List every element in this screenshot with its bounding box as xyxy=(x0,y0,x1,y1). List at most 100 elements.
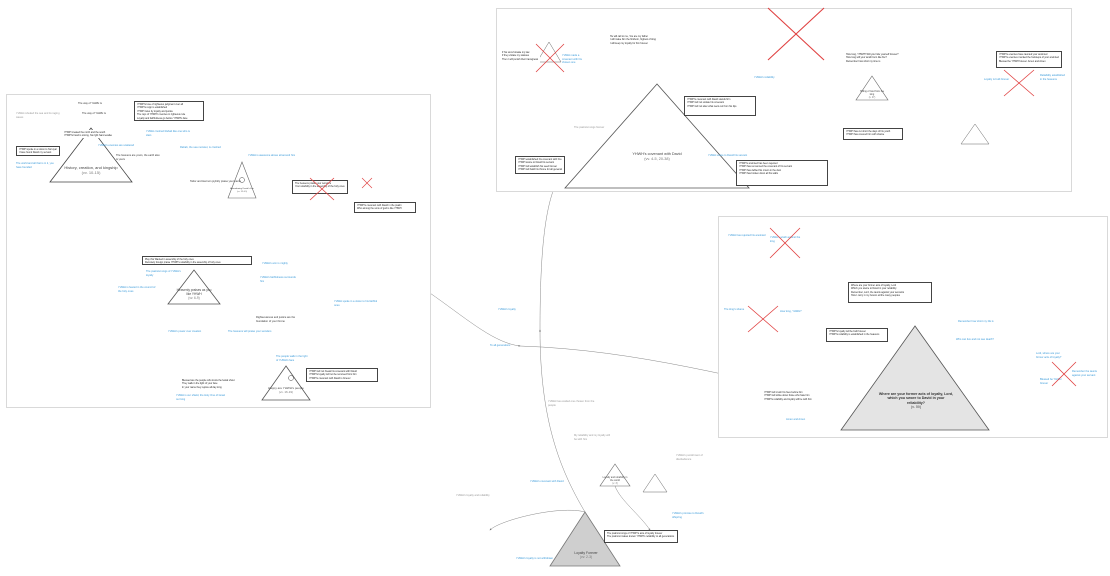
triangle-label: Heavenly praises as you like YHWH(vv. 6-… xyxy=(176,288,212,300)
circle-marker-2 xyxy=(288,375,294,381)
triangle-small-3 xyxy=(642,473,668,493)
claim-box: YHWH's enemies have taunted your anointe… xyxy=(996,51,1062,68)
note: Amen and Amen xyxy=(786,418,806,421)
note: YHWH made a covenant with his chosen one xyxy=(562,54,582,64)
triangle-label: Loyalty and reliability in the world(v. … xyxy=(602,476,628,485)
note: YHWH swore to David his servant xyxy=(708,154,748,157)
triangle-label: Loyalty Forever(vv. 2-3) xyxy=(574,551,598,560)
claim-box: YHWH's love of righteous judgment over a… xyxy=(134,101,204,121)
note: How long, YHWH? xyxy=(780,310,802,313)
note: The psalmist sings forever xyxy=(574,126,605,129)
note: YHWH's arm is mighty xyxy=(262,262,288,265)
triangle-label: Happy are YHWH's people(vv. 16-19) xyxy=(268,386,304,394)
claim-box: YHWH established his covenant with his c… xyxy=(515,156,565,174)
note: The heavens will praise your wonders xyxy=(228,330,272,333)
note: YHWH's loyalty xyxy=(498,308,516,311)
triangle-small-1 xyxy=(536,41,562,63)
red-x-icon xyxy=(1003,69,1035,97)
note: YHWH crushed Rahab like one who is slain xyxy=(146,130,190,137)
note: Who can live and not see death? xyxy=(956,338,994,341)
note: YHWH has exalted one chosen from the peo… xyxy=(548,400,595,407)
note: YHWH has rejected his anointed xyxy=(728,234,766,237)
note: Reliability established in the heavens xyxy=(1040,74,1065,81)
triangle-loyalty-forever xyxy=(549,511,621,567)
claim-box: The psalmist sings of YHWH's acts of loy… xyxy=(604,530,678,543)
note: The way of YHWH is xyxy=(82,112,106,115)
triangle-where-loyalty xyxy=(840,325,990,431)
note: YHWH's punishment of disobedience xyxy=(676,454,703,461)
note: Righteousness and justice are the founda… xyxy=(256,316,296,323)
red-x-icon xyxy=(361,177,373,189)
triangle-heavenly-praises xyxy=(167,269,221,305)
red-x-icon xyxy=(309,177,335,201)
note: YHWH is feared in the council of the hol… xyxy=(118,286,156,293)
red-x-icon xyxy=(535,43,565,73)
claim-box: YHWH has cut short the days of his youth… xyxy=(843,128,903,140)
triangle-label: Abandoning David's line(vv. 39-45) xyxy=(230,188,254,193)
triangle-history-creation xyxy=(49,127,133,183)
note: YHWH spoke in a vision to his faithful o… xyxy=(334,300,378,307)
note: The heavens are yours, the earth also is… xyxy=(116,154,160,161)
note: YHWH is our shield, the Holy One of Isra… xyxy=(176,394,226,401)
connector-edge xyxy=(539,329,586,513)
claim-box: YHWH will not break his covenant with Da… xyxy=(306,368,378,382)
red-x-icon xyxy=(769,227,801,259)
triangle-happy-people xyxy=(261,365,311,401)
claim-box: YHWH spoke in a vision to his loyal oneI… xyxy=(16,146,60,156)
connector-edge xyxy=(489,509,586,531)
note: Remember how short my life is xyxy=(958,320,994,323)
circle-marker-1 xyxy=(239,177,245,183)
note: YHWH's faithfulness surrounds him xyxy=(260,276,296,283)
note: Lord, where are your former acts of loya… xyxy=(1036,352,1062,359)
claim-box: How long, YHWH? Will you hide yourself f… xyxy=(844,52,906,64)
claim-box: Play this Wanted in assembly of the holy… xyxy=(142,256,252,265)
note: YHWH's power over creation xyxy=(168,330,202,333)
note: YHWH's enemies are scattered xyxy=(98,144,135,147)
note: YHWH is awesome above all around him xyxy=(248,154,296,157)
note: Blessed be YHWH forever xyxy=(1040,378,1062,385)
note: YHWH rebuked the sea and its raging wave… xyxy=(16,112,60,119)
note: The king's shame xyxy=(724,308,745,311)
note: YHWH's loyalty is not withdrawn xyxy=(516,557,554,560)
triangle-abandoning xyxy=(227,161,257,199)
note: The people walk in the light of YHWH's f… xyxy=(276,355,308,362)
triangle-label: Hiding of God from the king(v. 47) xyxy=(859,90,885,99)
note: YHWH's covenant with David xyxy=(530,480,564,483)
note: The world and all that is in it, you hav… xyxy=(16,162,54,169)
triangle-small-2 xyxy=(960,123,990,145)
note: To all generations xyxy=(490,344,511,347)
triangle-loyalty-reliability-world xyxy=(599,463,631,487)
triangle-label: Where are your former acts of loyalty, L… xyxy=(878,392,954,410)
red-x-icon xyxy=(1051,361,1077,387)
note: YHWH's reliability xyxy=(754,76,775,79)
note: YHWH's wrath against the king xyxy=(770,236,801,243)
claim-box: Blessed are the people who know the fest… xyxy=(180,378,258,390)
note: My reliability and my loyalty will be wi… xyxy=(574,434,610,441)
claim-box: Where are your former acts of loyalty, L… xyxy=(848,282,932,303)
triangle-covenant-david xyxy=(564,83,750,189)
note: Loyalty is built forever xyxy=(984,78,1010,81)
triangle-label: History, creation, and kingship(vv. 10-1… xyxy=(64,165,118,175)
note: The way of YHWH is xyxy=(78,102,102,105)
note: Remember the taunts against your servant xyxy=(1072,370,1097,377)
red-x-icon xyxy=(767,7,825,61)
triangle-hiding-god xyxy=(855,75,889,101)
note: Tabor and Hermon joyfully praise your na… xyxy=(190,180,241,183)
note: YHWH's loyalty and reliability xyxy=(456,494,490,497)
note: The psalmist sings of YHWH's loyalty xyxy=(146,270,181,277)
connector-edge xyxy=(614,485,651,531)
red-x-icon xyxy=(747,305,779,333)
note: YHWH's promise to David's offspring xyxy=(672,512,704,519)
note: Rahab, the sea monster, is crushed xyxy=(180,146,221,149)
triangle-label: YHWH's covenant with David(vv. 4-5, 20-3… xyxy=(632,152,682,161)
